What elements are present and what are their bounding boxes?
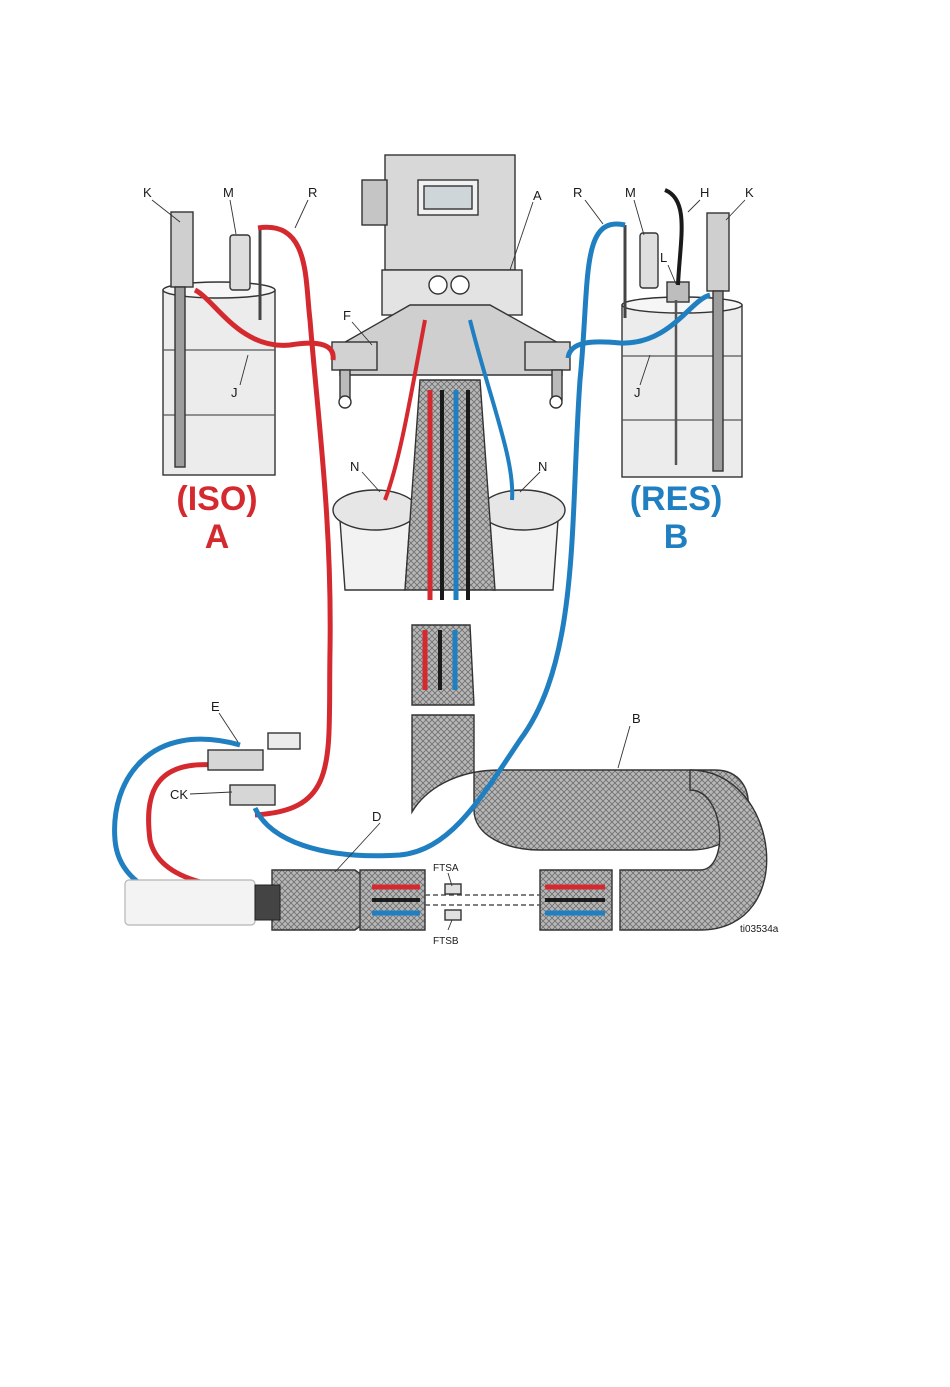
- whip-hose-red: [149, 765, 280, 890]
- iso-title: (ISO): [176, 480, 257, 518]
- callout-m-left: M: [223, 185, 234, 200]
- callout-ftsa: FTSA: [433, 863, 459, 874]
- circulation-kit-manifold: [208, 733, 300, 805]
- res-letter: B: [664, 518, 689, 556]
- callout-d: D: [372, 809, 381, 824]
- callout-k-left: K: [143, 185, 152, 200]
- waste-container-left: [333, 490, 417, 590]
- callout-ck: CK: [170, 787, 188, 802]
- callout-m-right: M: [625, 185, 636, 200]
- callout-n-right: N: [538, 459, 547, 474]
- callout-a: A: [533, 188, 542, 203]
- callout-j-right: J: [634, 385, 641, 400]
- callout-f: F: [343, 308, 351, 323]
- res-title: (RES): [630, 480, 723, 518]
- callout-n-left: N: [350, 459, 359, 474]
- callout-r-right: R: [573, 185, 582, 200]
- callout-e: E: [211, 699, 220, 714]
- spray-gun: [125, 880, 280, 925]
- fluid-temperature-sensor: [425, 884, 540, 920]
- callout-h: H: [700, 185, 709, 200]
- callout-l: L: [660, 250, 667, 265]
- figure-id: ti03534a: [740, 924, 779, 935]
- air-hose: [665, 190, 682, 285]
- callout-j-left: J: [231, 385, 238, 400]
- callout-r-left: R: [308, 185, 317, 200]
- callout-b: B: [632, 711, 641, 726]
- callout-ftsb: FTSB: [433, 936, 459, 947]
- iso-letter: A: [205, 518, 230, 556]
- callout-k-right: K: [745, 185, 754, 200]
